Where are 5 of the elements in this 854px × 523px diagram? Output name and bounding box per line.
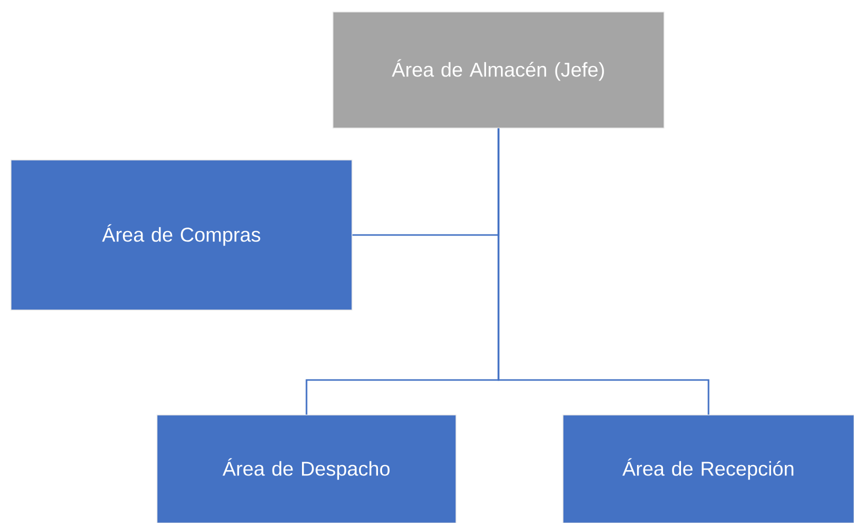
- department-box: Área de Compras: [10, 160, 352, 310]
- connector: [498, 128, 710, 415]
- department-box: Área de Despacho: [156, 414, 456, 523]
- department-box: Área de Recepción: [562, 414, 854, 523]
- head-box: Área de Almacén (Jefe): [332, 12, 664, 128]
